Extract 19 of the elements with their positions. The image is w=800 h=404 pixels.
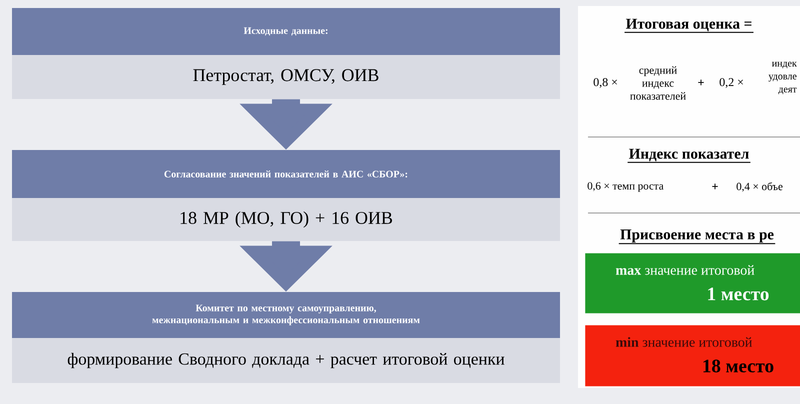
- formula-text: 0,4 × объе: [736, 182, 782, 192]
- plus-sign: +: [698, 80, 704, 86]
- node-label: 18 МР (МО, ГО) + 16 ОИВ: [180, 211, 392, 228]
- heading: Индекс показател: [627, 148, 751, 163]
- heading: Итоговая оценка =: [624, 18, 754, 33]
- rank-box: max значение итоговой 1 место: [585, 253, 800, 314]
- node-label: Петростат, ОМСУ, ОИВ: [193, 69, 378, 85]
- process-box: Комитет по местному самоуправлению, межнациональным и межконфессиональным отношениям формирование Сводного доклада + расчет итоговой оценки: [12, 292, 560, 383]
- process-box: Согласование значений показателей в АИС «СБОР»: 18 МР (МО, ГО) + 16 ОИВ: [12, 150, 560, 241]
- plus-sign: +: [712, 184, 718, 190]
- formula-text: индек удовле деят: [768, 62, 797, 94]
- formula-term: 0,2 ×: [720, 78, 743, 88]
- heading: Присвоение места в ре: [618, 230, 776, 244]
- formula-text: 0,6 × темп роста: [588, 182, 664, 192]
- formula-text: средний индекс показателей: [630, 66, 686, 100]
- rank-box: min значение итоговой 18 место: [585, 325, 800, 386]
- formula-term: 0,8 ×: [594, 78, 617, 88]
- process-box: Исходные данные: Петростат, ОМСУ, ОИВ: [12, 8, 560, 99]
- node-label: формирование Сводного доклада + расчет итоговой оценки: [68, 352, 504, 368]
